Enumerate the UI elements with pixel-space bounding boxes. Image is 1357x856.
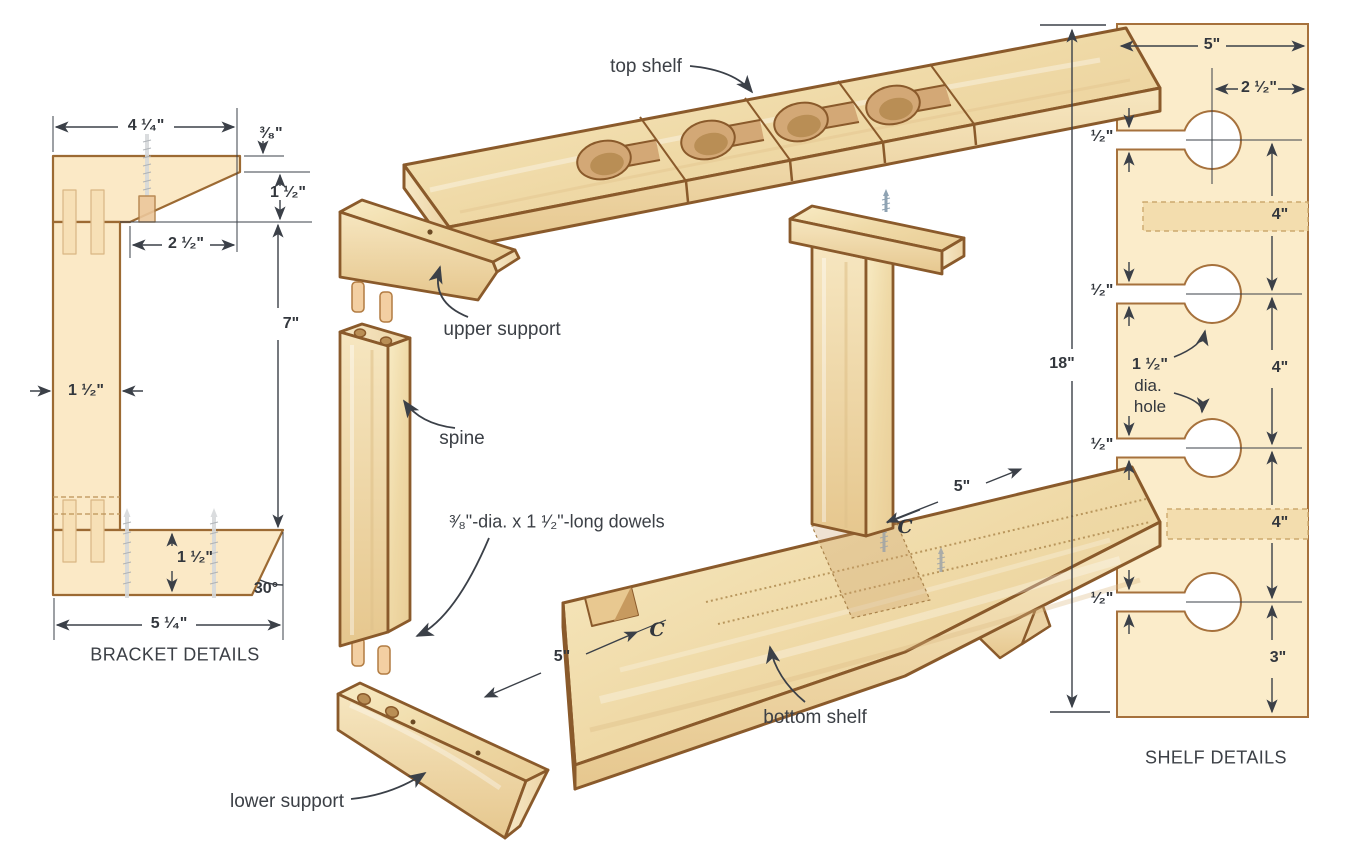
dowel-pin: [379, 291, 393, 323]
keyhole-slot: [1114, 110, 1242, 632]
spine-position-band: [1142, 201, 1309, 232]
dowel-pin: [351, 281, 365, 313]
bottom-shelf-board: [561, 465, 1162, 791]
spine-footprint-ghost: [811, 507, 931, 619]
shelf-dim-width: 5": [1203, 36, 1221, 53]
dowel-hole: [379, 336, 393, 346]
shelf-dim-bottom-spacing: 3": [1269, 649, 1287, 666]
bracket-details-title: BRACKET DETAILS: [90, 644, 260, 665]
keyhole-slot: [576, 84, 952, 181]
upper-support-assembled: [788, 204, 966, 276]
shelf-dim-hole-offset: 2 ¹⁄₂": [1240, 79, 1278, 96]
shelf-details-panel: [1114, 23, 1309, 718]
shelf-dim-hole-spacing: 4": [1271, 206, 1289, 223]
label-dowel-note: ³⁄₈"-dia. x 1 ¹⁄₂"-long dowels: [449, 511, 665, 532]
label-spine: spine: [439, 428, 485, 449]
screw-hole: [475, 750, 481, 756]
screw-hole: [410, 719, 416, 725]
shelf-details-title: SHELF DETAILS: [1145, 747, 1287, 768]
bracket-dim-bevel-angle: 30°: [253, 580, 279, 597]
bracket-dim-tip-thickness: ³⁄₈": [259, 125, 283, 142]
upper-support-piece: [338, 198, 521, 323]
top-shelf-board: [402, 26, 1162, 252]
assembled-bracket-and-bottom-shelf: [561, 189, 1162, 791]
hidden-dowel: [62, 189, 105, 563]
dowel-hole: [356, 693, 372, 705]
dowel-hole: [384, 706, 400, 718]
label-arrows: [350, 65, 806, 800]
lower-support-profile: [51, 528, 285, 597]
hole-note-line1: 1 ¹⁄₂": [1131, 356, 1169, 373]
shelf-dim-total-height: 18": [1049, 355, 1075, 372]
bracket-dim-top-width: 4 ¹⁄₄": [127, 117, 165, 134]
shelf-dim-slot-width: ¹⁄₂": [1090, 436, 1114, 453]
shelf-dim-hole-spacing: 4": [1271, 514, 1289, 531]
bracket-dim-upper-height: 1 ¹⁄₂": [269, 184, 307, 201]
screw: [881, 189, 891, 212]
label-upper-support: upper support: [443, 319, 561, 340]
dim-notch-depth-right: 5": [953, 478, 971, 495]
label-top-shelf: top shelf: [610, 56, 682, 77]
bracket-dim-bottom-width: 5 ¹⁄₄": [150, 615, 188, 632]
label-bottom-shelf: bottom shelf: [763, 707, 867, 728]
bracket-dim-spine-height: 7": [282, 315, 300, 332]
dim-notch-depth-left: 5": [553, 648, 571, 665]
shelf-dim-slot-width: ¹⁄₂": [1090, 282, 1114, 299]
spine-position-band: [1166, 508, 1309, 540]
dowel-hole: [353, 328, 367, 338]
bracket-details-drawing: [51, 134, 285, 598]
hole-note-line3: hole: [1133, 397, 1167, 416]
shelf-dim-slot-width: ¹⁄₂": [1090, 590, 1114, 607]
hole-note-line2: dia.: [1134, 376, 1162, 395]
centerline-symbol: C: [897, 516, 913, 538]
dowel-pin: [377, 645, 391, 675]
shelf-dim-hole-spacing: 4": [1271, 359, 1289, 376]
dimension-lines: [30, 24, 1306, 714]
spine-profile: [51, 220, 122, 532]
screw: [122, 134, 219, 598]
hidden-screw: [879, 526, 946, 572]
lower-support-piece: [336, 681, 550, 840]
bracket-dim-spine-width: 1 ¹⁄₂": [67, 382, 105, 399]
label-lower-support: lower support: [229, 791, 345, 812]
bracket-dim-lower-height: 1 ¹⁄₂": [176, 549, 214, 566]
shelf-dim-slot-width: ¹⁄₂": [1090, 128, 1114, 145]
bracket-dim-notch-width: 2 ¹⁄₂": [167, 235, 205, 252]
spine-piece: [338, 322, 412, 675]
centerline-symbol: C: [649, 619, 665, 641]
spine-assembled: [810, 244, 895, 538]
